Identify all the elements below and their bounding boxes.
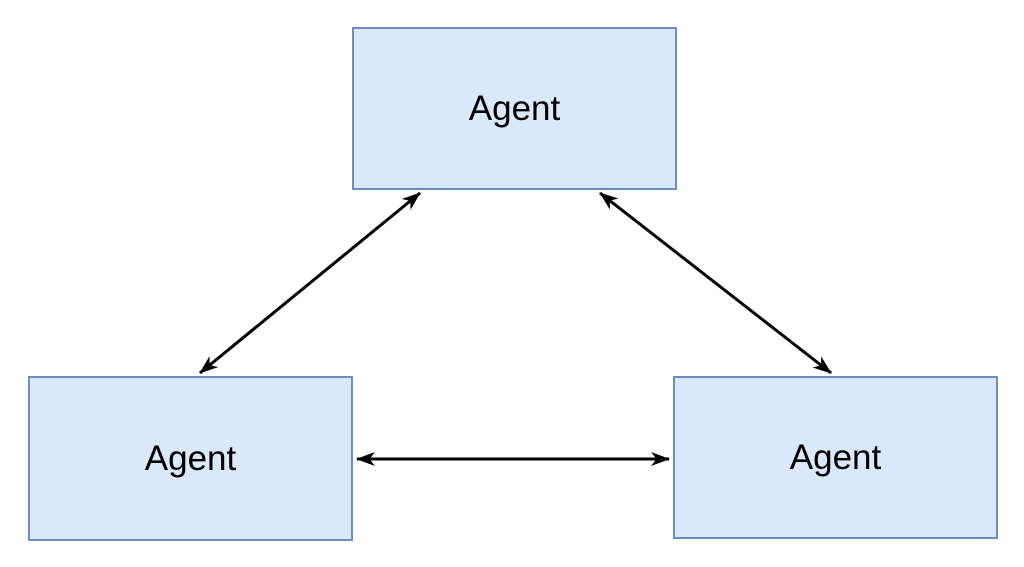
agent-node-label: Agent — [144, 439, 237, 478]
agent-node-label: Agent — [789, 438, 882, 477]
agent-node-label: Agent — [468, 89, 561, 128]
edge-top-to-bottom-right — [599, 191, 832, 375]
agent-node-bottom-left: Agent — [28, 376, 353, 541]
agent-node-bottom-right: Agent — [673, 376, 998, 539]
agent-node-top: Agent — [352, 27, 677, 190]
edge-top-to-bottom-left — [199, 191, 421, 375]
